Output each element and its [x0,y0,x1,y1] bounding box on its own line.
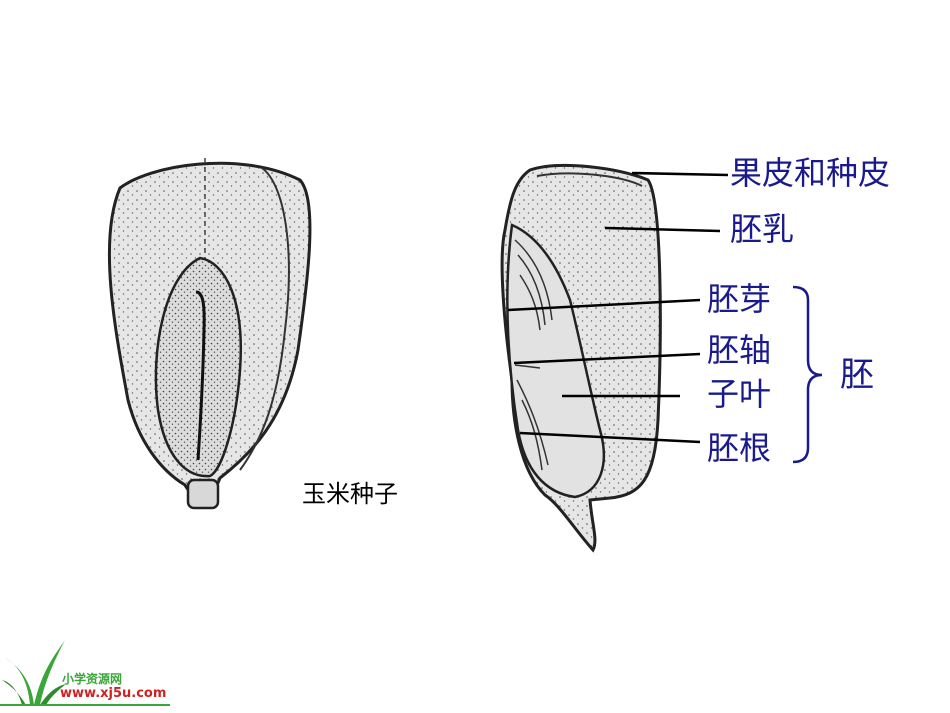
seed-embryo-region [154,256,242,478]
seed-embryo-groove [195,290,206,461]
label-hypocotyl: 胚轴 [707,331,772,369]
leader-radicle [519,431,701,444]
leader-lines [507,171,729,444]
seed-tip-cap [186,478,220,510]
leader-pericarp [631,171,729,177]
label-plumule: 胚芽 [707,280,772,318]
label-pericarp-and-seed-coat: 果皮和种皮 [730,154,891,192]
sprout-logo-icon [0,640,170,706]
logo-site-url: www.xj5u.com [60,686,167,701]
section-inner-membrane [536,172,643,187]
leader-hypocotyl [513,352,701,365]
label-embryo: 胚 [840,355,874,395]
leader-endosperm [604,226,721,233]
embryo-brace [792,285,823,464]
seed-side-ridge [239,167,290,471]
whole-seed-illustration [107,158,312,510]
section-embryo-detail [514,239,553,471]
logo-site-name: 小学资源网 [62,672,123,686]
label-endosperm: 胚乳 [730,210,795,248]
label-radicle: 胚根 [707,429,772,467]
caption-corn-seed: 玉米种子 [302,480,398,508]
label-cotyledon: 子叶 [707,375,772,413]
leader-plumule [507,298,701,312]
